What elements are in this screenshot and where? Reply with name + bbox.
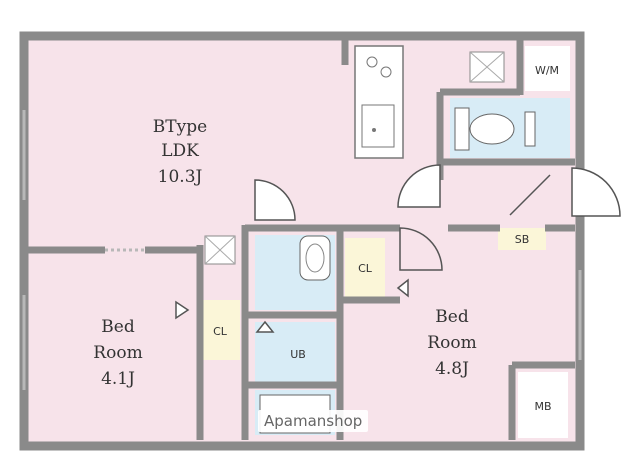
ventilation-fan-hall-icon xyxy=(204,235,236,265)
ldk-name-label: LDK xyxy=(161,141,199,161)
interior-walls xyxy=(28,40,575,440)
bed-left-size: 4.1J xyxy=(101,369,135,389)
bed-right-size: 4.8J xyxy=(435,359,469,379)
bed-left-label-1: Bed xyxy=(101,317,135,337)
washer-space-label: W/M xyxy=(535,64,559,77)
ldk-size-label: 10.3J xyxy=(158,167,203,187)
shoe-box-label: SB xyxy=(515,233,530,246)
washer-space-floor xyxy=(525,46,570,91)
closet-left-floor xyxy=(200,300,240,360)
meter-box-label: MB xyxy=(534,400,551,413)
bed-right-label-1: Bed xyxy=(435,307,469,327)
shoe-box-floor xyxy=(498,228,546,250)
toilet-icon xyxy=(454,107,536,151)
closet-mid-label: CL xyxy=(358,262,373,275)
bed-right-label-2: Room xyxy=(427,333,476,353)
unit-bath-label: UB xyxy=(290,348,306,361)
doors xyxy=(254,164,621,271)
windows xyxy=(22,110,582,390)
kitchen-counter xyxy=(354,45,404,159)
ventilation-fan-kitchen-icon xyxy=(469,51,505,83)
ldk-type-label: BType xyxy=(153,117,207,137)
outer-wall xyxy=(19,31,585,451)
closet-mid-floor xyxy=(345,238,385,298)
sliding-door-markers xyxy=(175,278,409,333)
washbasin-icon xyxy=(299,235,331,281)
bed-left-label-2: Room xyxy=(93,343,142,363)
watermark: Apamanshop xyxy=(258,410,369,432)
closet-left-label: CL xyxy=(213,325,228,338)
meter-box-floor xyxy=(518,372,568,438)
